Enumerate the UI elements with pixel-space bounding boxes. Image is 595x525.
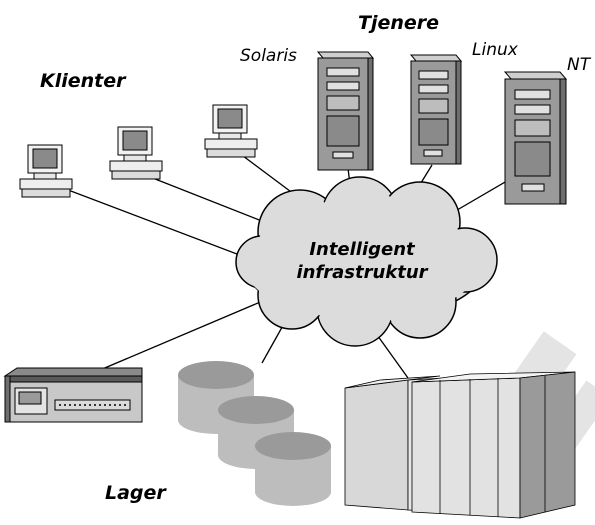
server-linux xyxy=(409,54,463,165)
connection-lines xyxy=(54,149,513,379)
clients-label: Klienter xyxy=(40,70,126,92)
os-label-nt: NT xyxy=(567,55,591,75)
client-computer-3 xyxy=(204,104,258,158)
storage-rack-unit xyxy=(3,367,143,423)
cloud-fill-cover xyxy=(240,181,493,342)
client-computer-2 xyxy=(109,126,163,180)
server-nt xyxy=(503,71,568,205)
client-computer-1 xyxy=(19,144,73,198)
cloud-label: Intelligent infrastruktur xyxy=(262,238,462,284)
storage-label: Lager xyxy=(105,482,166,504)
os-label-solaris: Solaris xyxy=(240,46,297,66)
server-solaris xyxy=(316,51,375,171)
storage-cabinets xyxy=(344,371,576,519)
storage-disk-3 xyxy=(255,432,331,506)
servers-label: Tjenere xyxy=(358,12,440,34)
cloud-label-line2: infrastruktur xyxy=(296,262,428,283)
cloud-label-line1: Intelligent xyxy=(309,239,415,260)
os-label-linux: Linux xyxy=(472,40,518,60)
